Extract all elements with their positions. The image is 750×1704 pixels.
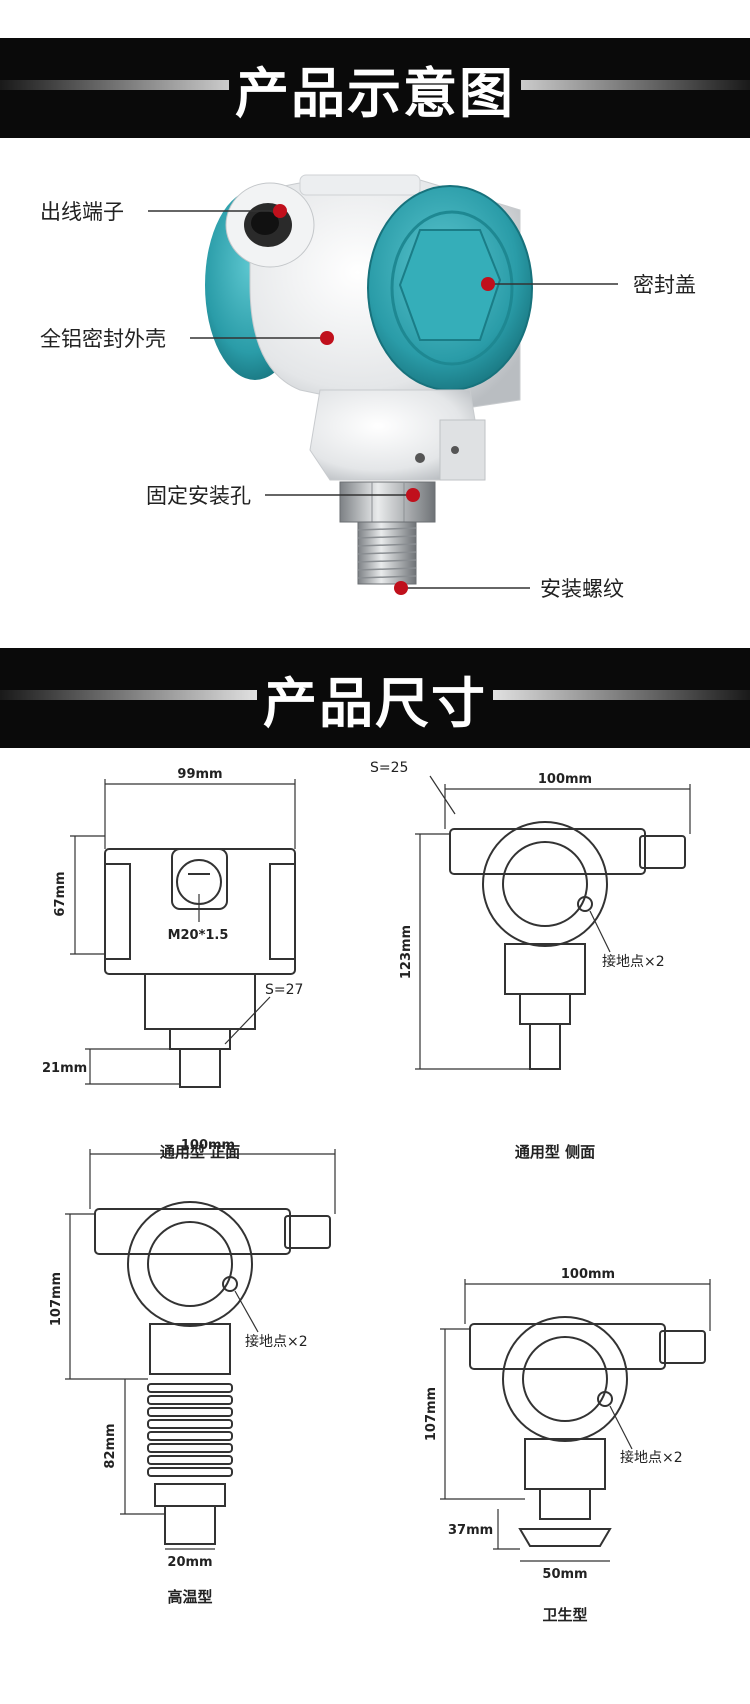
side-view [449,821,686,1070]
hightemp-height-label: 107mm [49,1272,64,1326]
front-height-label: 67mm [53,871,68,916]
sanitary-caption: 卫生型 [542,1606,587,1624]
sanitary-height-label: 107mm [424,1387,439,1441]
side-height-label: 123mm [399,925,414,979]
banner-streak-right [470,80,750,90]
section-title-dimensions: 产品尺寸 [257,658,493,738]
section-title-diagram: 产品示意图 [229,48,521,128]
front-stem-label: 21mm [42,1061,87,1076]
front-thread-label: M20*1.5 [168,928,229,943]
product-illustration: 出线端子 全铝密封外壳 固定安装孔 密封盖 安装螺纹 [0,150,750,650]
side-hex-label: S=25 [370,760,408,776]
front-caption: 通用型 正面 [160,1143,240,1161]
side-caption: 通用型 侧面 [515,1143,595,1161]
callout-housing: 全铝密封外壳 [40,327,166,351]
callout-outlet-terminal: 出线端子 [40,200,124,224]
callout-seal-cover: 密封盖 [633,273,696,297]
callout-mounting-hole: 固定安装孔 [146,484,251,508]
callout-thread: 安装螺纹 [540,577,624,601]
hightemp-view [94,1201,331,1545]
hightemp-ground-label: 接地点×2 [245,1333,308,1350]
hightemp-fin-label: 82mm [103,1423,118,1468]
hightemp-width-label: 100mm [181,1138,235,1153]
section-banner-dimensions: 产品尺寸 [0,648,750,748]
hightemp-base-label: 20mm [167,1555,212,1570]
banner-streak-left [0,690,280,700]
side-width-label: 100mm [538,772,592,787]
front-hex-label: S=27 [265,982,303,998]
sanitary-ground-label: 接地点×2 [620,1449,683,1466]
banner-streak-right [470,690,750,700]
side-ground-label: 接地点×2 [602,953,665,970]
sanitary-neck-label: 37mm [448,1523,493,1538]
banner-streak-left [0,80,280,90]
transmitter-image [148,174,618,595]
hightemp-caption: 高温型 [167,1588,212,1606]
section-banner-diagram: 产品示意图 [0,38,750,138]
sanitary-view [469,1316,706,1547]
sanitary-flange-label: 50mm [542,1567,587,1582]
dimension-drawings: 99mm 67mm M20*1.5 S=27 21mm 通用型 正面 100mm… [42,760,711,1624]
sanitary-width-label: 100mm [561,1267,615,1282]
front-view [104,848,296,1088]
front-width-label: 99mm [177,767,222,782]
